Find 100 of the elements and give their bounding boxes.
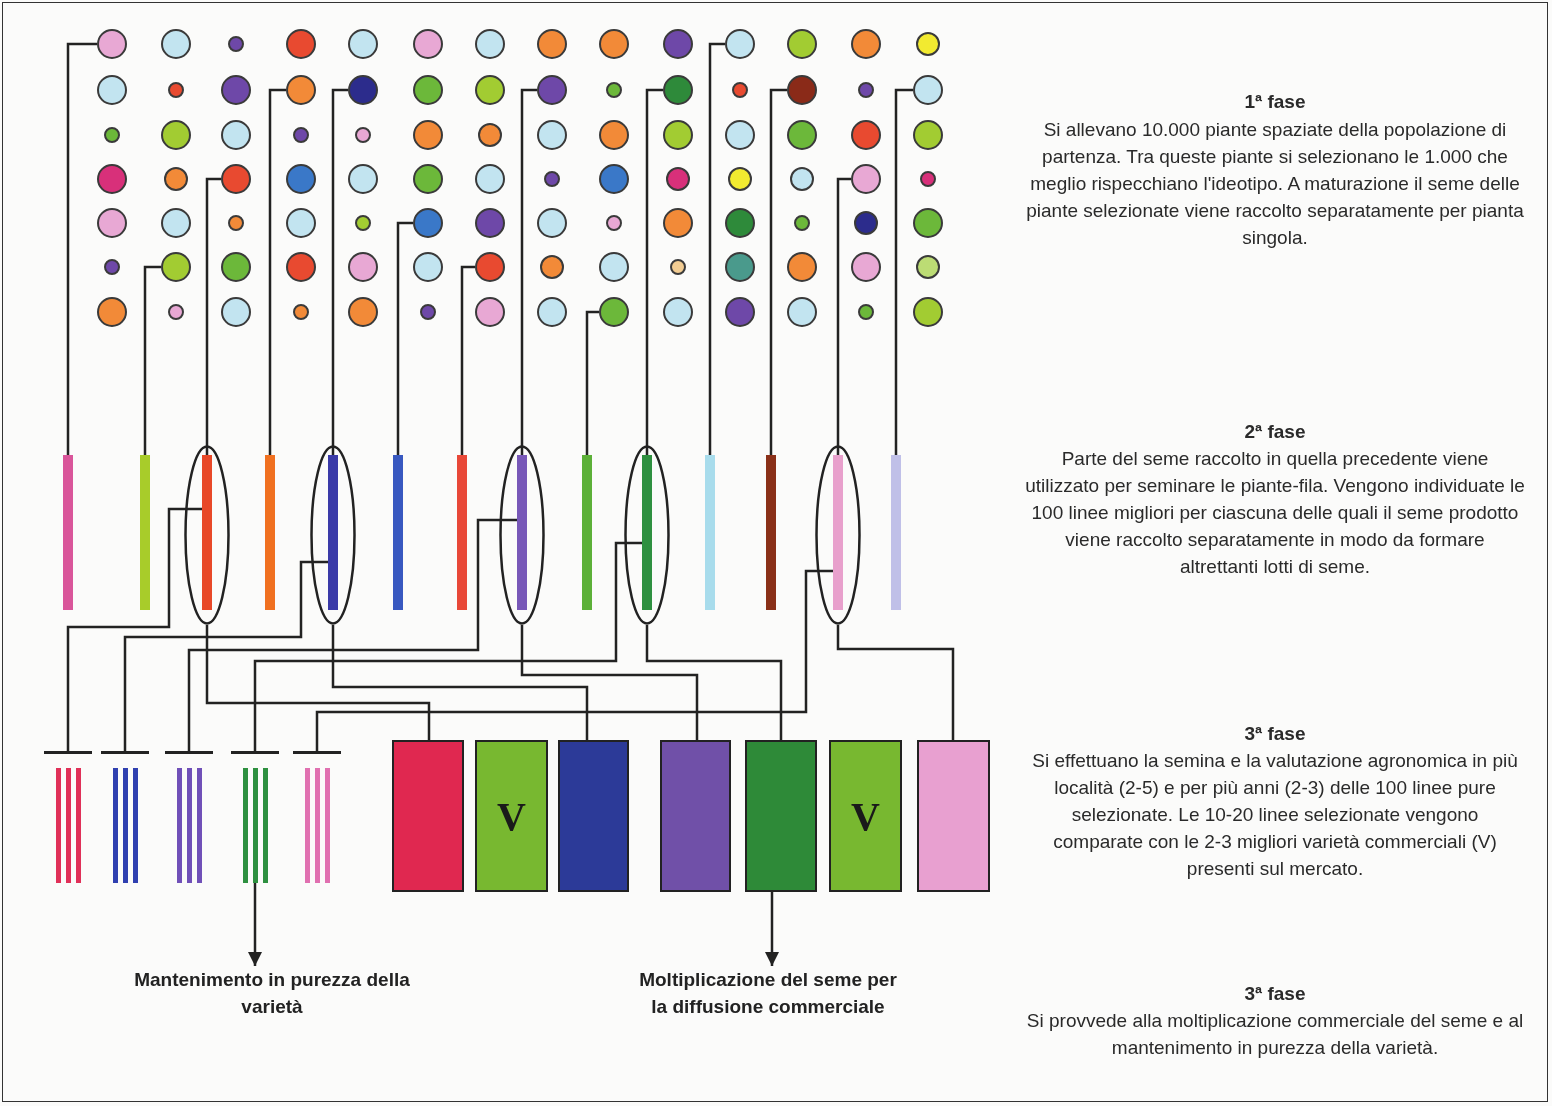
plant-dot bbox=[348, 29, 378, 59]
plant-dot bbox=[286, 252, 316, 282]
plant-dot bbox=[913, 208, 943, 238]
variety-plot-block: V bbox=[475, 740, 548, 892]
plant-dot bbox=[599, 120, 629, 150]
plant-dot bbox=[413, 164, 443, 194]
plant-row-bar bbox=[63, 455, 73, 610]
seed-plot-block bbox=[558, 740, 629, 892]
plant-dot bbox=[725, 252, 755, 282]
plant-dot bbox=[787, 120, 817, 150]
seed-plot-block bbox=[745, 740, 817, 892]
plant-dot bbox=[787, 75, 817, 105]
connector-line bbox=[645, 88, 663, 455]
connector-line bbox=[520, 88, 537, 455]
plant-row-bar bbox=[265, 455, 275, 610]
plant-dot bbox=[161, 29, 191, 59]
seed-plot-block bbox=[660, 740, 731, 892]
plant-dot bbox=[537, 120, 567, 150]
plant-dot bbox=[725, 297, 755, 327]
plant-dot bbox=[606, 215, 622, 231]
phase-heading: 1ª fase bbox=[1243, 90, 1307, 114]
plant-dot bbox=[221, 297, 251, 327]
plant-dot bbox=[787, 252, 817, 282]
plant-dot bbox=[97, 208, 127, 238]
arrow bbox=[765, 892, 779, 966]
plant-dot bbox=[920, 171, 936, 187]
plant-dot bbox=[221, 120, 251, 150]
plant-dot bbox=[851, 252, 881, 282]
plant-dot bbox=[913, 75, 943, 105]
connector-line bbox=[44, 507, 202, 754]
connector-line bbox=[520, 625, 699, 740]
connector-line bbox=[331, 625, 589, 740]
plant-dot bbox=[599, 164, 629, 194]
plant-dot bbox=[537, 29, 567, 59]
connector-line bbox=[165, 518, 517, 754]
plant-dot bbox=[790, 167, 814, 191]
connector-line bbox=[205, 625, 431, 740]
plant-dot bbox=[475, 164, 505, 194]
plant-dot bbox=[725, 29, 755, 59]
plant-row-bar bbox=[891, 455, 901, 610]
plant-dot bbox=[293, 127, 309, 143]
plant-dot bbox=[413, 252, 443, 282]
plant-dot bbox=[475, 208, 505, 238]
plant-dot bbox=[475, 29, 505, 59]
phase-description: Si allevano 10.000 piante spaziate della popolazione di partenza. Tra queste piante si selezionano le 1.000 che meglio rispecchiano l'ideotipo. A maturazione il seme delle piante selezionate viene raccolto separatamente per pianta singola. bbox=[1025, 118, 1525, 250]
plant-dot bbox=[168, 304, 184, 320]
connector-line bbox=[708, 42, 725, 455]
plant-dot bbox=[164, 167, 188, 191]
plant-dot bbox=[728, 167, 752, 191]
plant-dot bbox=[732, 82, 748, 98]
plant-dot bbox=[913, 120, 943, 150]
plant-dot bbox=[286, 75, 316, 105]
selection-ellipse bbox=[815, 445, 861, 625]
plant-dot bbox=[544, 171, 560, 187]
arrow bbox=[248, 883, 262, 966]
plant-dot bbox=[794, 215, 810, 231]
plant-row-bar bbox=[642, 455, 652, 610]
plant-dot bbox=[97, 297, 127, 327]
plant-dot bbox=[104, 127, 120, 143]
plant-row-bar bbox=[517, 455, 527, 610]
plant-dot bbox=[161, 208, 191, 238]
plant-dot bbox=[540, 255, 564, 279]
plant-dot bbox=[663, 297, 693, 327]
phase-heading: 3ª fase bbox=[1243, 982, 1307, 1006]
connector-line bbox=[231, 541, 642, 754]
plant-row-bar bbox=[328, 455, 338, 610]
plant-dot bbox=[851, 29, 881, 59]
plant-dot bbox=[537, 297, 567, 327]
phase-description: Si provvede alla moltiplicazione commerciale del seme e al mantenimento in purezza della varietà. bbox=[1025, 1009, 1525, 1060]
plant-dot bbox=[537, 208, 567, 238]
plant-dot bbox=[475, 75, 505, 105]
phase-description: Parte del seme raccolto in quella precedente viene utilizzato per seminare le piante-fila. Vengono individuate le 100 linee migliori per ciascuna delle quali il seme prodotto viene raccolto separatamente in modo da formare altrettanti lotti di seme. bbox=[1025, 447, 1525, 579]
connector-line bbox=[645, 625, 783, 740]
connector-line bbox=[836, 625, 955, 740]
plant-dot bbox=[97, 75, 127, 105]
plant-dot bbox=[478, 123, 502, 147]
plant-dot bbox=[413, 29, 443, 59]
plant-dot bbox=[348, 297, 378, 327]
seed-plot-block bbox=[392, 740, 464, 892]
plant-dot bbox=[663, 29, 693, 59]
plant-dot bbox=[663, 120, 693, 150]
phase-heading: 3ª fase bbox=[1243, 722, 1307, 746]
plant-dot bbox=[599, 252, 629, 282]
plant-dot bbox=[916, 32, 940, 56]
plant-dot bbox=[670, 259, 686, 275]
selection-ellipse bbox=[310, 445, 356, 625]
plant-dot bbox=[725, 120, 755, 150]
connector-line bbox=[143, 265, 161, 455]
plant-dot bbox=[725, 208, 755, 238]
plant-dot bbox=[413, 120, 443, 150]
plant-dot bbox=[161, 252, 191, 282]
seed-plot-block bbox=[917, 740, 990, 892]
plant-dot bbox=[537, 75, 567, 105]
plant-dot bbox=[104, 259, 120, 275]
variety-plot-block: V bbox=[829, 740, 902, 892]
plant-row-bar bbox=[457, 455, 467, 610]
connector-line bbox=[769, 88, 787, 455]
plant-dot bbox=[168, 82, 184, 98]
plant-dot bbox=[851, 120, 881, 150]
plant-dot bbox=[475, 297, 505, 327]
